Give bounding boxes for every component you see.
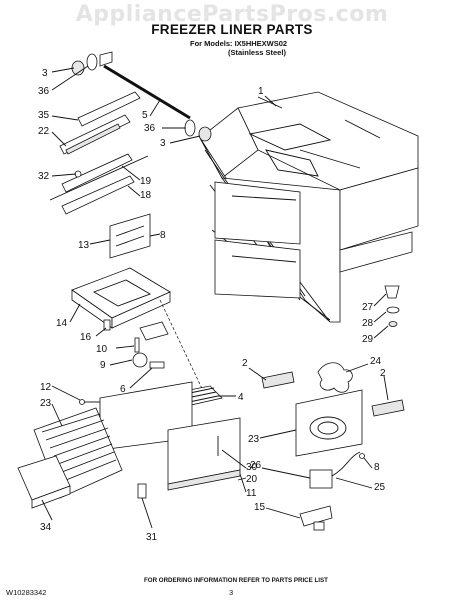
cover-6 — [149, 361, 165, 369]
callout-22: 23 — [40, 398, 52, 409]
clip-16 — [103, 319, 111, 331]
callout-16: 16 — [80, 332, 92, 343]
callout-36b: 36 — [144, 123, 156, 134]
callout-11: 11 — [246, 488, 257, 499]
callout-9: 9 — [100, 360, 106, 371]
callout-13: 13 — [78, 240, 90, 251]
callout-labels: 3 36 1 35 22 5 36 3 32 19 18 8 13 14 16 … — [38, 68, 386, 543]
callout-19: 19 — [140, 176, 152, 187]
callout-35: 35 — [38, 110, 50, 121]
callout-25: 25 — [374, 482, 386, 493]
socket-10 — [134, 337, 140, 353]
callout-23: 23 — [248, 434, 260, 445]
callout-29: 29 — [362, 334, 374, 345]
variant-line: (Stainless Steel) — [228, 48, 286, 57]
callout-4: 4 — [238, 392, 244, 403]
panel-13 — [109, 213, 151, 259]
slide-rails — [49, 91, 149, 215]
callout-8: 8 — [160, 230, 166, 241]
callout-32: 32 — [38, 171, 50, 182]
watermark: AppliancePartsPros.com — [75, 2, 389, 27]
callout-26: 26 — [250, 460, 262, 471]
callout-24: 24 — [370, 356, 382, 367]
callout-2b: 2 — [380, 368, 386, 379]
front-panels — [17, 381, 241, 509]
callout-18: 18 — [140, 190, 152, 201]
callout-1: 1 — [258, 86, 264, 97]
callout-31: 31 — [146, 532, 158, 543]
callout-8b: 8 — [374, 462, 380, 473]
diagram-title: FREEZER LINER PARTS — [151, 22, 313, 37]
callout-36: 36 — [38, 86, 50, 97]
callout-3: 3 — [42, 68, 48, 79]
ordering-note: FOR ORDERING INFORMATION REFER TO PARTS … — [144, 577, 328, 584]
callout-21: 22 — [38, 126, 50, 137]
callout-5: 5 — [142, 110, 148, 121]
callout-34: 34 — [40, 522, 52, 533]
callout-12: 12 — [40, 382, 52, 393]
callout-10: 10 — [96, 344, 108, 355]
callout-20: 20 — [246, 474, 258, 485]
callout-2: 2 — [242, 358, 248, 369]
document-number: W10283342 — [6, 588, 47, 597]
callout-30: 30 — [246, 462, 258, 473]
freezer-liner — [199, 91, 419, 323]
fan-assembly — [261, 362, 405, 531]
callout-15: 15 — [254, 502, 266, 513]
lamp-housing — [139, 321, 169, 341]
rod-assembly — [71, 51, 212, 142]
base-tray — [71, 267, 171, 329]
callout-3b: 3 — [160, 138, 166, 149]
leader-lines — [41, 65, 389, 529]
callout-6: 6 — [120, 384, 126, 395]
callout-27: 27 — [362, 302, 374, 313]
callout-28: 28 — [362, 318, 374, 329]
models-line: For Models: IX5HHEXWS02 — [190, 39, 288, 48]
page-number: 3 — [229, 588, 234, 597]
grommets — [384, 285, 400, 327]
callout-14: 14 — [56, 318, 68, 329]
bulb-9 — [132, 352, 148, 368]
